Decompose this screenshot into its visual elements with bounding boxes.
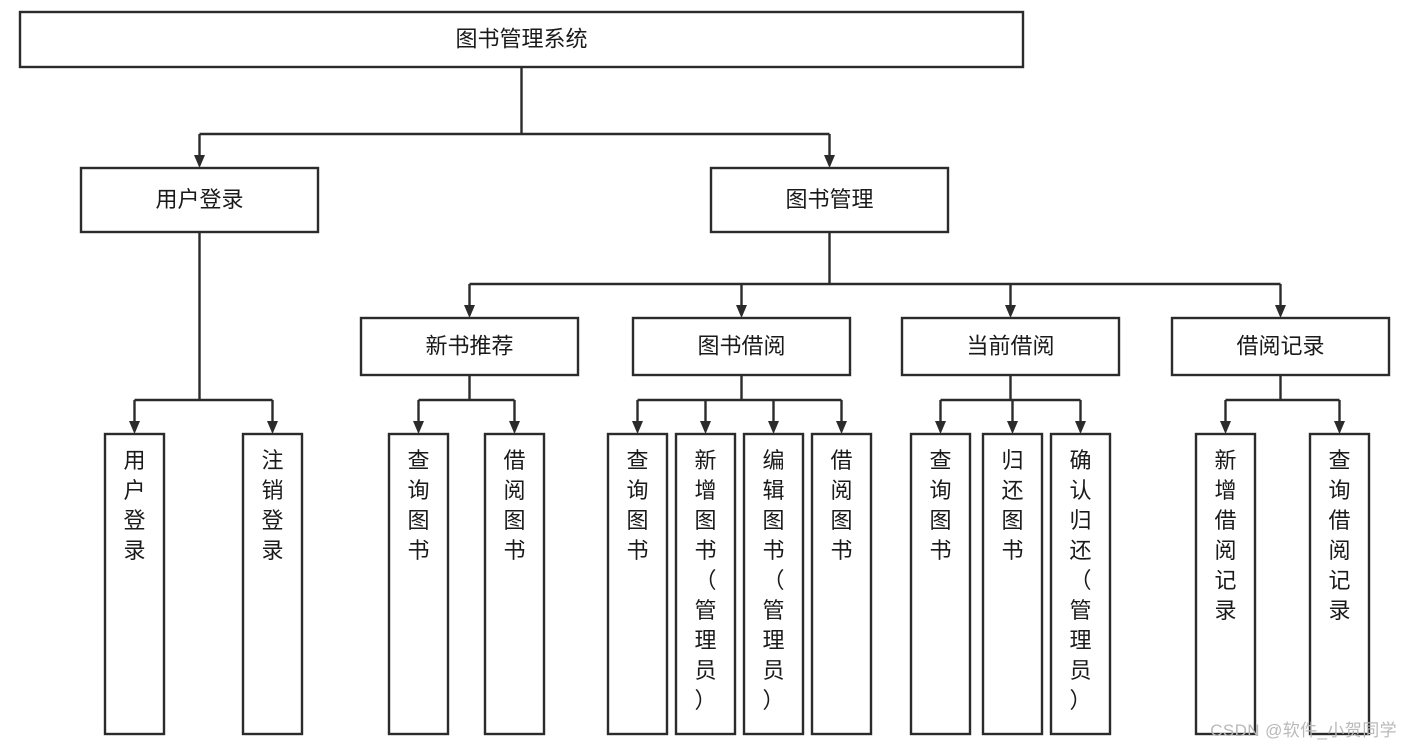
node-leaf-borrow-book-2[interactable]: 借阅图书 [810,432,873,736]
node-leaf-user-login-label: 用户登录 [123,448,145,563]
arrow-head-icon [267,421,278,434]
connector-group-user-login [129,232,278,434]
node-new-book-recommend[interactable]: 新书推荐 [359,316,580,377]
node-book-management[interactable]: 图书管理 [709,166,950,234]
node-leaf-query-book-2-box[interactable] [606,432,669,736]
node-leaf-return-book-label: 归还图书 [1001,448,1023,563]
node-leaf-confirm-return-label: 确认归还（管理员） [1069,448,1091,713]
node-leaf-query-record-label: 查询借阅记录 [1328,448,1350,623]
node-user-login[interactable]: 用户登录 [79,166,320,234]
arrow-head-icon [700,421,711,434]
connector-group-book-management [464,232,1286,318]
node-leaf-confirm-return-box[interactable] [1049,432,1112,736]
node-leaf-query-book-2-label: 查询图书 [626,448,648,563]
arrow-head-icon [194,155,205,168]
arrow-head-icon [129,421,140,434]
node-leaf-query-book-3-label: 查询图书 [929,448,951,563]
arrow-head-icon [935,421,946,434]
node-new-book-recommend-box[interactable] [359,316,580,377]
node-leaf-add-record-label: 新增借阅记录 [1214,448,1236,623]
arrow-head-icon [1334,421,1345,434]
node-book-management-box[interactable] [709,166,950,234]
node-book-borrow-box[interactable] [631,316,852,377]
arrow-head-icon [1007,421,1018,434]
node-leaf-borrow-book-2-box[interactable] [810,432,873,736]
node-leaf-add-book-box[interactable] [674,432,737,736]
node-leaf-user-login-box[interactable] [103,432,166,736]
arrow-head-icon [509,421,520,434]
node-borrow-record[interactable]: 借阅记录 [1170,316,1391,377]
arrow-head-icon [836,421,847,434]
node-book-borrow[interactable]: 图书借阅 [631,316,852,377]
arrow-head-icon [632,421,643,434]
node-current-borrow-box[interactable] [900,316,1121,377]
node-current-borrow-label: 当前借阅 [966,333,1054,358]
node-layer: 图书管理系统用户登录图书管理新书推荐图书借阅当前借阅借阅记录用户登录注销登录查询… [18,10,1391,736]
arrow-head-icon [464,305,475,318]
node-leaf-query-book-3[interactable]: 查询图书 [909,432,972,736]
arrow-head-icon [1005,305,1016,318]
node-leaf-logout[interactable]: 注销登录 [241,432,304,736]
arrow-head-icon [824,155,835,168]
connector-group-root [194,67,835,168]
node-leaf-return-book[interactable]: 归还图书 [981,432,1044,736]
arrow-head-icon [1220,421,1231,434]
node-leaf-add-record[interactable]: 新增借阅记录 [1194,432,1257,736]
node-leaf-query-book-2[interactable]: 查询图书 [606,432,669,736]
node-leaf-return-book-box[interactable] [981,432,1044,736]
arrow-head-icon [736,305,747,318]
arrow-head-icon [1075,421,1086,434]
node-leaf-borrow-book-1-label: 借阅图书 [503,448,525,563]
node-leaf-edit-book-label: 编辑图书（管理员） [762,448,784,713]
node-leaf-add-book[interactable]: 新增图书（管理员） [674,432,737,736]
node-leaf-query-record[interactable]: 查询借阅记录 [1308,432,1371,736]
connector-group-current-borrow [935,375,1086,434]
node-leaf-add-record-box[interactable] [1194,432,1257,736]
connector-group-borrow-record [1220,375,1345,434]
node-leaf-query-record-box[interactable] [1308,432,1371,736]
connector-group-new-book-recommend [413,375,520,434]
node-leaf-logout-box[interactable] [241,432,304,736]
csdn-watermark: CSDN @软件_小贺同学 [1210,721,1397,740]
node-leaf-borrow-book-1-box[interactable] [483,432,546,736]
arrow-head-icon [1275,305,1286,318]
node-new-book-recommend-label: 新书推荐 [425,333,513,358]
node-root-root-label: 图书管理系统 [455,26,587,51]
node-borrow-record-box[interactable] [1170,316,1391,377]
node-leaf-borrow-book-2-label: 借阅图书 [830,448,852,563]
connector-group-book-borrow [632,375,847,434]
node-borrow-record-label: 借阅记录 [1236,333,1324,358]
connector-layer [129,67,1345,434]
node-root-root[interactable]: 图书管理系统 [18,10,1025,69]
node-current-borrow[interactable]: 当前借阅 [900,316,1121,377]
node-leaf-query-book-1-box[interactable] [387,432,450,736]
node-leaf-edit-book[interactable]: 编辑图书（管理员） [742,432,805,736]
node-leaf-add-book-label: 新增图书（管理员） [694,448,716,713]
node-leaf-borrow-book-1[interactable]: 借阅图书 [483,432,546,736]
node-leaf-confirm-return[interactable]: 确认归还（管理员） [1049,432,1112,736]
node-leaf-query-book-1-label: 查询图书 [407,448,429,563]
node-leaf-edit-book-box[interactable] [742,432,805,736]
node-leaf-query-book-1[interactable]: 查询图书 [387,432,450,736]
node-user-login-label: 用户登录 [155,187,243,212]
node-user-login-box[interactable] [79,166,320,234]
arrow-head-icon [413,421,424,434]
node-book-management-label: 图书管理 [785,187,873,212]
node-root-root-box[interactable] [18,10,1025,69]
node-book-borrow-label: 图书借阅 [697,333,785,358]
arrow-head-icon [768,421,779,434]
node-leaf-logout-label: 注销登录 [261,448,283,563]
node-leaf-query-book-3-box[interactable] [909,432,972,736]
node-leaf-user-login[interactable]: 用户登录 [103,432,166,736]
